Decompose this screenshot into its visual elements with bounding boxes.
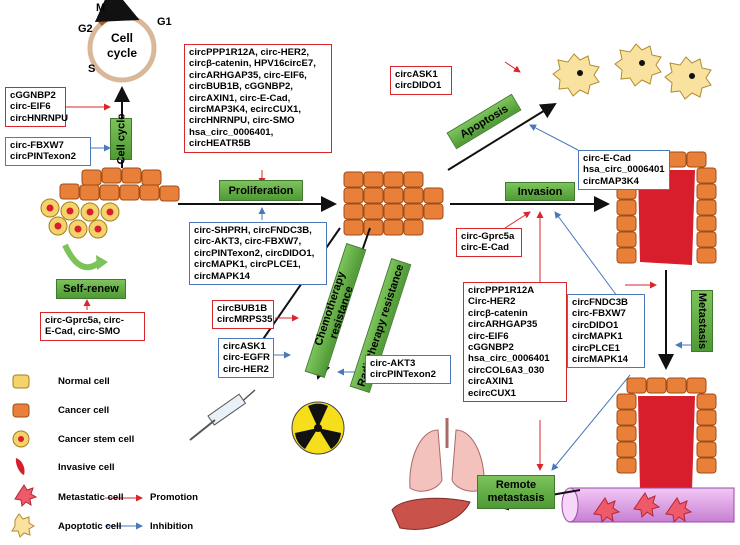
cell-cycle-label: Cell cycle xyxy=(110,114,132,164)
metastasis-label: Metastasis xyxy=(691,290,713,352)
self-renew-promotion-box: circ-Gprc5a, circ-E-Cad, circ-SMO xyxy=(40,312,145,341)
self-renew-label: Self-renew xyxy=(56,279,126,299)
stem-cell-cluster xyxy=(40,198,120,239)
proliferation-inhibition-box: circ-SHPRH, circFNDC3B,circ-AKT3, circ-F… xyxy=(189,222,327,286)
invasive-tumor-bottom xyxy=(616,377,717,490)
cancer-cell-cluster-left xyxy=(59,167,180,202)
apoptotic-cells xyxy=(552,43,712,100)
legend-cancer-stem-cell: Cancer stem cell xyxy=(58,434,135,445)
phase-m: M xyxy=(96,2,105,14)
liver-illustration xyxy=(391,497,471,530)
radiation-icon xyxy=(291,401,345,455)
cancer-cell-cluster-center xyxy=(343,171,444,236)
legend-metastatic-cell: Metastatic cell xyxy=(58,492,124,503)
legend-cancer-cell: Cancer cell xyxy=(58,405,110,416)
syringe-icon xyxy=(189,389,256,441)
legend-normal-cell: Normal cell xyxy=(58,376,110,387)
proliferation-promotion-box: circPPP1R12A, circ-HER2,circβ-catenin, H… xyxy=(184,44,332,153)
legend-inhibition: Inhibition xyxy=(150,521,194,532)
invasion-label: Invasion xyxy=(505,182,575,201)
cell-cycle-diagram xyxy=(87,0,157,83)
cell-cycle-title-2: cycle xyxy=(107,46,137,60)
phase-g1: G1 xyxy=(157,16,172,28)
legend-apoptotic-cell: Apoptotic cell xyxy=(58,521,122,532)
phase-s: S xyxy=(88,63,95,75)
proliferation-label: Proliferation xyxy=(219,180,303,201)
cell-cycle-title: Cell xyxy=(111,31,133,45)
invasive-tumor-top xyxy=(616,151,717,265)
legend-promotion: Promotion xyxy=(150,492,198,503)
lungs-illustration xyxy=(409,418,485,492)
phase-g2: G2 xyxy=(78,23,93,35)
legend-invasive-cell: Invasive cell xyxy=(58,462,115,473)
legend-icons xyxy=(11,374,143,538)
blood-vessel xyxy=(561,487,735,524)
